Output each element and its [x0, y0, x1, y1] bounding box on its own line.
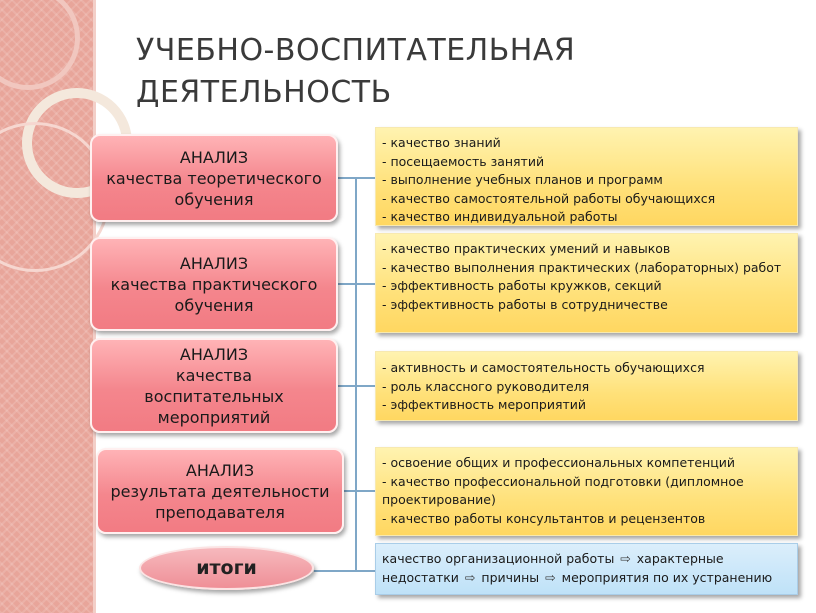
results-oval: итоги [139, 546, 314, 590]
analysis-box-practical: АНАЛИЗ качества практического обучения [90, 237, 338, 331]
results-label: итоги [196, 557, 257, 579]
connector-h [338, 283, 375, 285]
criteria-item: - качество самостоятельной работы обучаю… [382, 190, 716, 206]
criteria-item: - качество знаний [382, 135, 501, 150]
analysis-line: качества [175, 365, 253, 385]
criteria-item: - качество индивидуальной работы [382, 209, 618, 224]
page-title: УЧЕБНО-ВОСПИТАТЕЛЬНАЯ ДЕЯТЕЛЬНОСТЬ [136, 30, 736, 114]
criteria-item: - роль классного руководителя [382, 378, 590, 394]
results-part: причины [481, 569, 540, 585]
decorative-ring [0, 0, 80, 90]
results-part: характерные недостатки [382, 551, 724, 585]
title-line: ДЕЯТЕЛЬНОСТЬ [136, 75, 392, 110]
connector-h [344, 490, 375, 492]
criteria-item: - посещаемость занятий [382, 153, 545, 169]
analysis-box-theoretical: АНАЛИЗ качества теоретического обучения [90, 134, 338, 222]
criteria-item: - качество практических умений и навыков [382, 241, 671, 256]
analysis-line: АНАЛИЗ [185, 460, 255, 480]
analysis-line: АНАЛИЗ [179, 147, 249, 167]
results-box: качество организационной работы ⇨ характ… [375, 543, 798, 595]
analysis-line: воспитательных [144, 386, 284, 406]
criteria-box-practical: - качество практических умений и навыков… [375, 233, 798, 333]
criteria-item: - эффективность мероприятий [382, 397, 587, 412]
connector-h [338, 385, 375, 387]
criteria-box-teacher: - освоение общих и профессиональных комп… [375, 447, 798, 536]
criteria-item: - выполнение учебных планов и программ [382, 172, 663, 187]
analysis-line: обучения [174, 295, 254, 315]
connector-h [314, 570, 375, 572]
title-line: УЧЕБНО-ВОСПИТАТЕЛЬНАЯ [136, 33, 576, 68]
outline-right-arrow-icon: ⇨ [620, 551, 631, 566]
analysis-line: мероприятий [157, 407, 271, 427]
analysis-line: АНАЛИЗ [179, 253, 249, 273]
analysis-box-teacher: АНАЛИЗ результата деятельности преподава… [96, 448, 344, 534]
analysis-line: обучения [174, 189, 254, 209]
analysis-line: качества теоретического [106, 168, 322, 188]
connector-h [338, 177, 375, 179]
analysis-line: АНАЛИЗ [179, 344, 249, 364]
analysis-line: преподавателя [155, 502, 285, 522]
criteria-box-theoretical: - качество знаний - посещаемость занятий… [375, 127, 798, 226]
outline-right-arrow-icon: ⇨ [464, 569, 476, 585]
criteria-item: - освоение общих и профессиональных комп… [382, 455, 736, 470]
criteria-item: - качество работы консультантов и реценз… [382, 510, 706, 526]
results-part: качество организационной работы [382, 551, 615, 566]
criteria-item: - эффективность работы в сотрудничестве [382, 296, 668, 312]
analysis-box-educational: АНАЛИЗ качества воспитательных мероприят… [90, 338, 338, 433]
criteria-item: - качество выполнения практических (лабо… [382, 259, 782, 275]
criteria-item: - качество профессиональной подготовки (… [382, 473, 744, 508]
results-part: мероприятия по их устранению [561, 569, 773, 585]
outline-right-arrow-icon: ⇨ [545, 569, 556, 585]
criteria-item: - активность и самостоятельность обучающ… [382, 360, 705, 375]
analysis-line: качества практического [110, 274, 318, 294]
criteria-item: - эффективность работы кружков, секций [382, 278, 662, 293]
criteria-box-educational: - активность и самостоятельность обучающ… [375, 351, 798, 421]
analysis-line: результата деятельности [110, 481, 330, 501]
connector-vertical [355, 177, 357, 572]
